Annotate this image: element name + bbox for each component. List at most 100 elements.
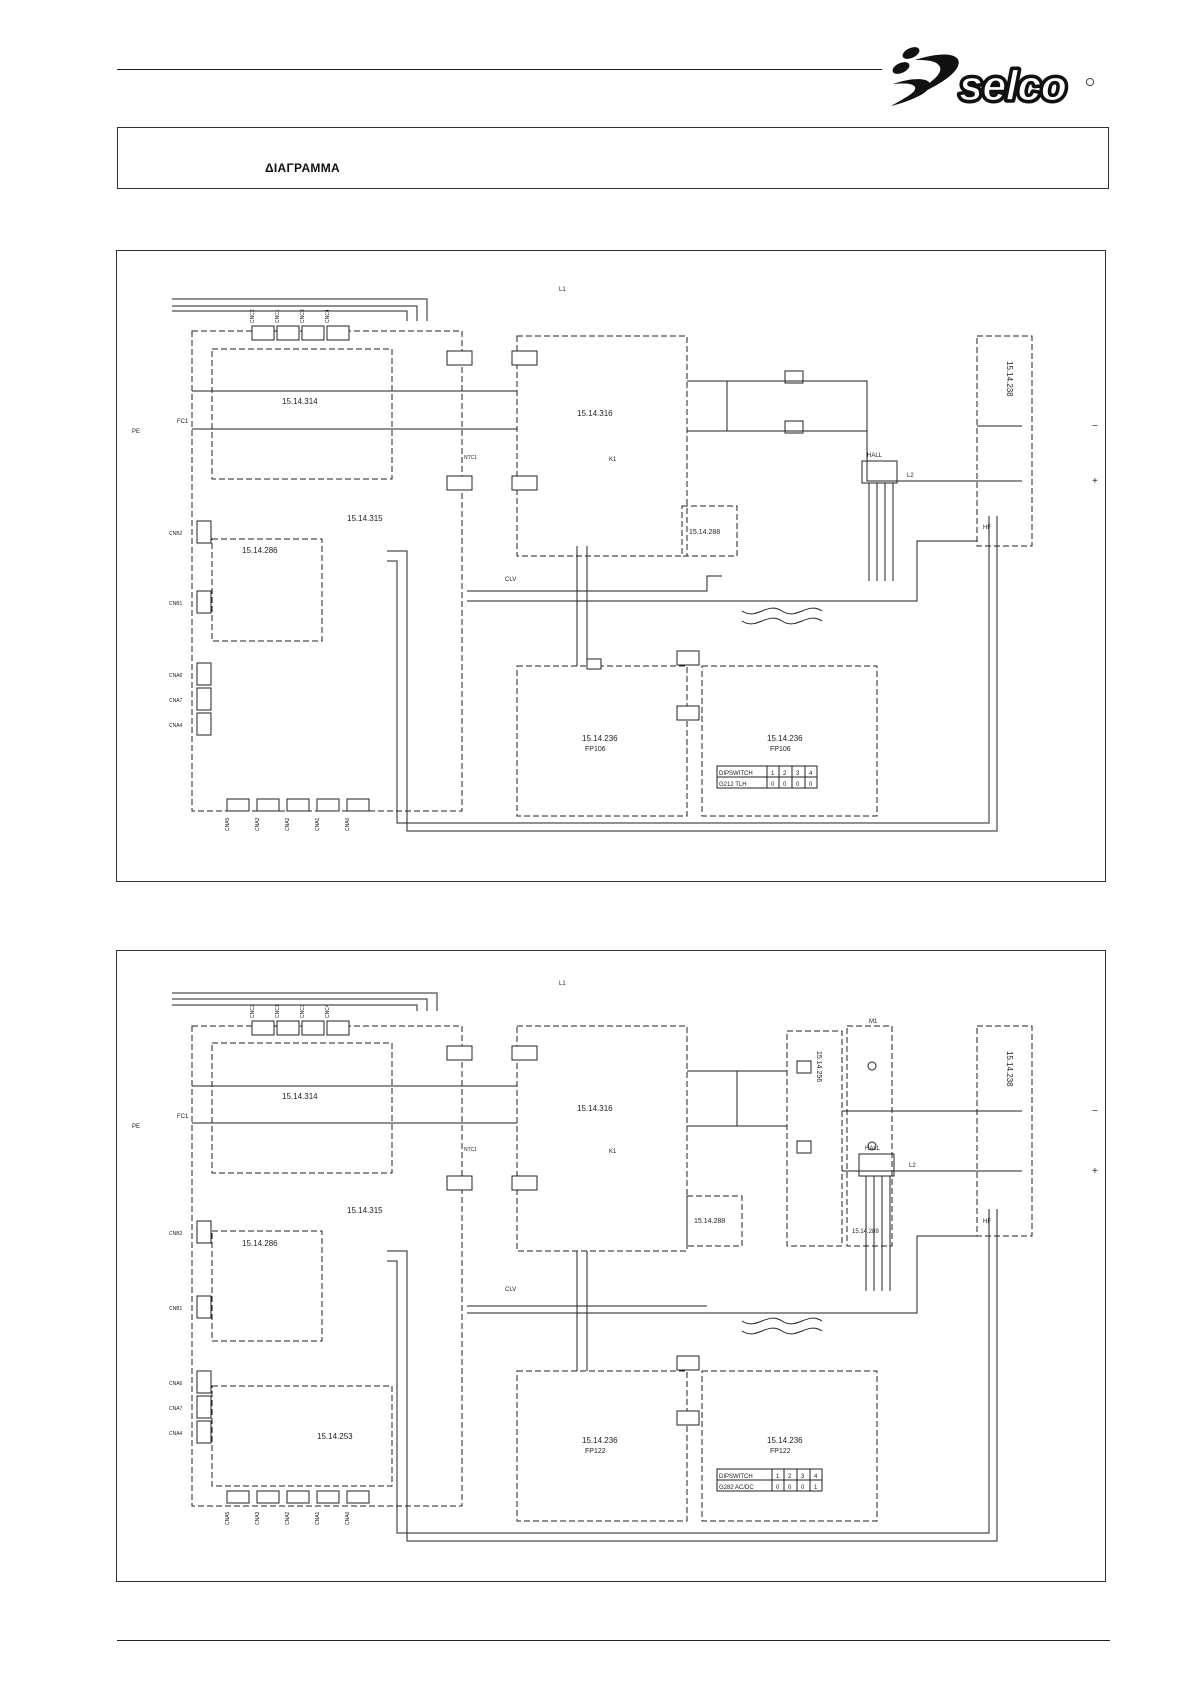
- dipswitch-table-2: DIPSWITCH 1 2 3 4 G282 AC/DC 0 0 0 1: [716, 1468, 823, 1492]
- board-outline-314: [211, 348, 393, 480]
- board-outline-253: [211, 1385, 393, 1487]
- conn-cnc3: CNC3: [300, 309, 306, 323]
- conn-cna5: CNA5: [225, 817, 231, 831]
- board-286-label: 15.14.286: [242, 1239, 278, 1248]
- board-outline-286: [211, 538, 323, 642]
- pe-label: PE: [132, 429, 140, 435]
- dip-row-label: G212 TLH: [719, 782, 747, 788]
- footer-rule: [117, 1640, 1110, 1641]
- board-238-label: 15.14.238: [1005, 361, 1014, 397]
- board-288-label: 15.14.288: [689, 529, 720, 536]
- minus-terminal: −: [1092, 1106, 1098, 1117]
- dip-row-3: 0: [796, 782, 800, 788]
- conn-cna6: CNA6: [169, 673, 183, 679]
- board-315-label: 15.14.315: [347, 1206, 383, 1215]
- fc1-label: FC1: [177, 1114, 189, 1120]
- dip-header-3: 3: [796, 771, 800, 777]
- ntc-label: NTC1: [464, 1147, 477, 1153]
- conn-cnc4: CNC4: [325, 309, 331, 323]
- plus-terminal: +: [1092, 1166, 1098, 1177]
- board-236a-label: 15.14.236: [582, 734, 618, 743]
- dip-header-label: DIPSWITCH: [719, 771, 753, 777]
- board-outline-238: [976, 1025, 1033, 1237]
- hf-label: HF: [983, 1219, 991, 1225]
- l2-label: L2: [909, 1163, 916, 1169]
- schematic-1: 15.14.314 15.14.316 15.14.315 15.14.286 …: [132, 287, 1098, 832]
- conn-cnc1: CNC1: [275, 309, 281, 323]
- board-314-label: 15.14.314: [282, 397, 318, 406]
- conn-cna6: CNA6: [169, 1381, 183, 1387]
- board-outline-316: [516, 1025, 688, 1252]
- dip-row-2: 0: [783, 782, 787, 788]
- l1-label: L1: [559, 287, 566, 293]
- board-outline-256: [786, 1030, 843, 1247]
- dip-header-3: 3: [801, 1474, 805, 1480]
- board-314-label: 15.14.314: [282, 1092, 318, 1101]
- diode-d1: [784, 370, 804, 384]
- dip-header-2: 2: [788, 1474, 792, 1480]
- board-outline-314: [211, 1042, 393, 1174]
- board-286-label: 15.14.286: [242, 546, 278, 555]
- board-outline-315: [191, 330, 463, 812]
- dip-header-1: 1: [771, 771, 775, 777]
- board-outline-238: [976, 335, 1033, 547]
- board-outline-288: [681, 505, 738, 557]
- board-outline-236a: [516, 1370, 688, 1522]
- dip-header-4: 4: [809, 771, 813, 777]
- svg-text:selco: selco: [959, 62, 1066, 109]
- conn-cna0: CNA0: [345, 817, 351, 831]
- conn-cna3: CNA3: [255, 1511, 261, 1525]
- board-236b-fp: FP106: [770, 746, 791, 753]
- dip-row-3: 0: [801, 1485, 805, 1491]
- conn-cna2: CNA2: [285, 1511, 291, 1525]
- dip-header-4: 4: [814, 1474, 818, 1480]
- conn-cna1: CNA1: [315, 1511, 321, 1525]
- clv-label: CLV: [505, 1287, 516, 1293]
- hf-label: HF: [983, 525, 991, 531]
- pe-label: PE: [132, 1124, 140, 1130]
- hall-sensor: [858, 1153, 895, 1177]
- dip-row-2: 0: [788, 1485, 792, 1491]
- board-236a-label: 15.14.236: [582, 1436, 618, 1445]
- conn-cnb1: CNB1: [169, 1306, 183, 1312]
- conn-cnc4: CNC4: [325, 1004, 331, 1018]
- conn-cna7: CNA7: [169, 1406, 183, 1412]
- board-315-label: 15.14.315: [347, 514, 383, 523]
- selco-logo: selco selco: [891, 47, 1094, 112]
- board-outline-289: [846, 1025, 893, 1247]
- dip-row-4: 0: [809, 782, 813, 788]
- board-236b-fp: FP122: [770, 1448, 791, 1455]
- board-236a-fp: FP106: [585, 746, 606, 753]
- dip-header-2: 2: [783, 771, 787, 777]
- board-256-label: 15.14.256: [815, 1051, 822, 1082]
- conn-cna7: CNA7: [169, 698, 183, 704]
- conn-cnc2: CNC2: [250, 1004, 256, 1018]
- board-236a-fp: FP122: [585, 1448, 606, 1455]
- conn-cnc3: CNC3: [300, 1004, 306, 1018]
- title-box: ΔΙΑΓΡΑΜΜΑ: [117, 127, 1109, 189]
- board-outline-236a: [516, 665, 688, 817]
- logo-swoosh-icon: [891, 47, 959, 106]
- k1-label: K1: [609, 457, 617, 463]
- board-236b-label: 15.14.236: [767, 1436, 803, 1445]
- conn-cna4: CNA4: [169, 723, 183, 729]
- minus-terminal: −: [1092, 421, 1098, 432]
- conn-cnc1: CNC1: [275, 1004, 281, 1018]
- ntc-label: NTC1: [464, 455, 477, 461]
- l1-label: L1: [559, 981, 566, 987]
- l2-label: L2: [907, 473, 914, 479]
- clv-label: CLV: [505, 577, 516, 583]
- board-316-label: 15.14.316: [577, 1104, 613, 1113]
- plus-terminal: +: [1092, 476, 1098, 487]
- board-238-label: 15.14.238: [1005, 1051, 1014, 1087]
- conn-cna3: CNA3: [255, 817, 261, 831]
- schematic-2: 15.14.314 15.14.316 15.14.315 15.14.286 …: [132, 981, 1098, 1542]
- fc1-label: FC1: [177, 419, 189, 425]
- dip-row-1: 0: [776, 1485, 780, 1491]
- board-288-label: 15.14.288: [694, 1218, 725, 1225]
- wiring-diagram-1: 15.14.314 15.14.316 15.14.315 15.14.286 …: [116, 250, 1106, 882]
- conn-cna0: CNA0: [345, 1511, 351, 1525]
- conn-cna1: CNA1: [315, 817, 321, 831]
- conn-cna2: CNA2: [285, 817, 291, 831]
- k1-label: K1: [609, 1149, 617, 1155]
